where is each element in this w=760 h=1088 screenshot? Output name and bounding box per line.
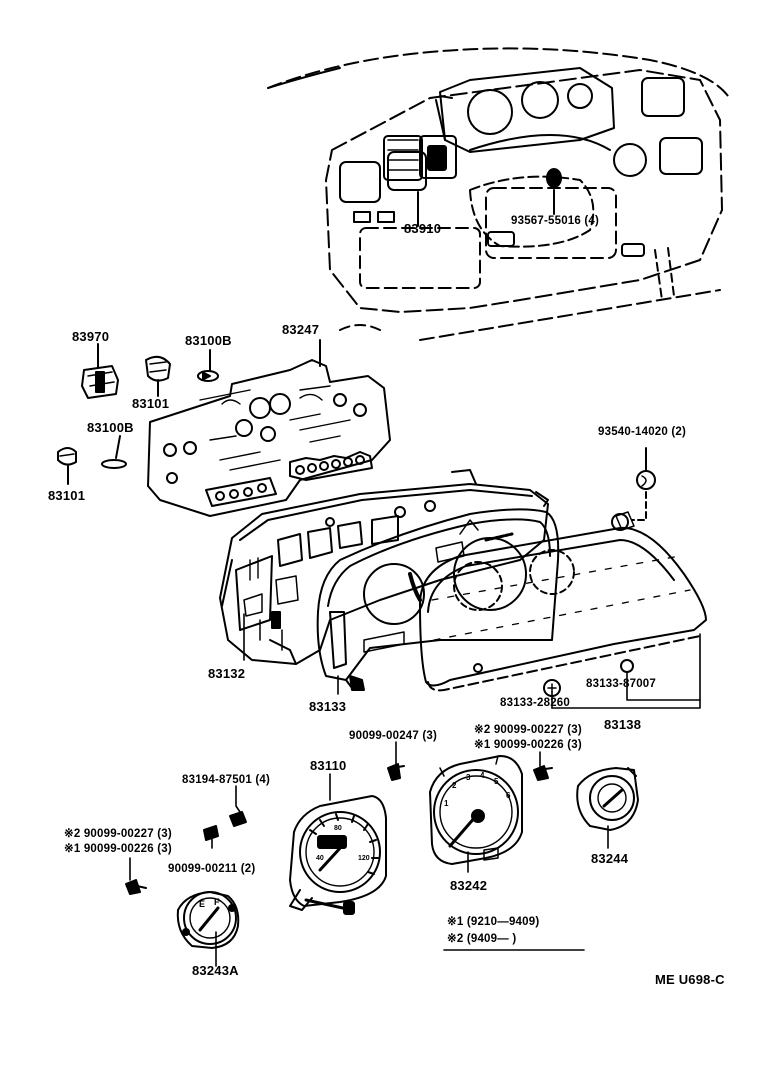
label-83101-lower: 83101 [48, 488, 86, 503]
meter-glass [419, 511, 707, 697]
svg-text:6: 6 [506, 791, 511, 800]
fuel-full-mark: F [214, 897, 220, 907]
svg-text:120: 120 [358, 855, 370, 862]
fuel-gauge [176, 891, 240, 949]
diagram-code: ME U698-C [655, 972, 725, 987]
label-83133: 83133 [309, 699, 347, 714]
dashboard-outline [267, 47, 729, 341]
label-83242: 83242 [450, 878, 488, 893]
label-90099-00226-right: ※1 90099-00226 (3) [474, 739, 582, 751]
label-90099-00247: 90099-00247 (3) [349, 730, 438, 742]
label-90099-00227-right: ※2 90099-00227 (3) [474, 724, 582, 736]
meter-panel [316, 508, 560, 691]
label-83247: 83247 [282, 322, 320, 337]
label-90099-00227-left: ※2 90099-00227 (3) [64, 828, 172, 840]
small-screws [125, 763, 553, 895]
label-93567-55016: 93567-55016 (4) [511, 215, 600, 227]
svg-text:2: 2 [452, 781, 457, 790]
label-83100b-upper: 83100B [185, 333, 232, 348]
note-applicability-2: ※2 (9409— ) [447, 933, 517, 945]
label-93540-14020: 93540-14020 (2) [598, 426, 687, 438]
label-83133-28260: 83133-28260 [500, 697, 570, 709]
label-83244: 83244 [591, 851, 629, 866]
label-83910: 83910 [404, 221, 442, 236]
gauge-83244 [576, 767, 639, 831]
svg-text:3: 3 [466, 773, 471, 782]
screw-93540 [631, 447, 656, 521]
svg-text:80: 80 [334, 825, 342, 832]
svg-text:5: 5 [494, 777, 499, 786]
svg-text:40: 40 [316, 855, 324, 862]
note-applicability-1: ※1 (9210—9409) [447, 916, 540, 928]
label-90099-00226-left: ※1 90099-00226 (3) [64, 843, 172, 855]
svg-text:1: 1 [444, 799, 449, 808]
label-90099-00211: 90099-00211 (2) [168, 863, 256, 875]
label-83194-87501: 83194-87501 (4) [182, 774, 271, 786]
label-83132: 83132 [208, 666, 246, 681]
label-83133-87007: 83133-87007 [586, 678, 656, 690]
label-83110: 83110 [310, 758, 347, 773]
label-83101-upper: 83101 [132, 396, 170, 411]
light-socket-parts [57, 343, 219, 485]
label-83243a: 83243A [192, 963, 239, 978]
label-83100b-lower: 83100B [87, 420, 134, 435]
label-83970: 83970 [72, 329, 110, 344]
label-83138: 83138 [604, 717, 642, 732]
printed-circuit [147, 339, 391, 517]
meter-case [219, 469, 549, 665]
speedometer-assembly: 120 40 80 [289, 795, 387, 915]
fuel-empty-mark: E [199, 899, 206, 909]
svg-text:4: 4 [480, 771, 485, 780]
